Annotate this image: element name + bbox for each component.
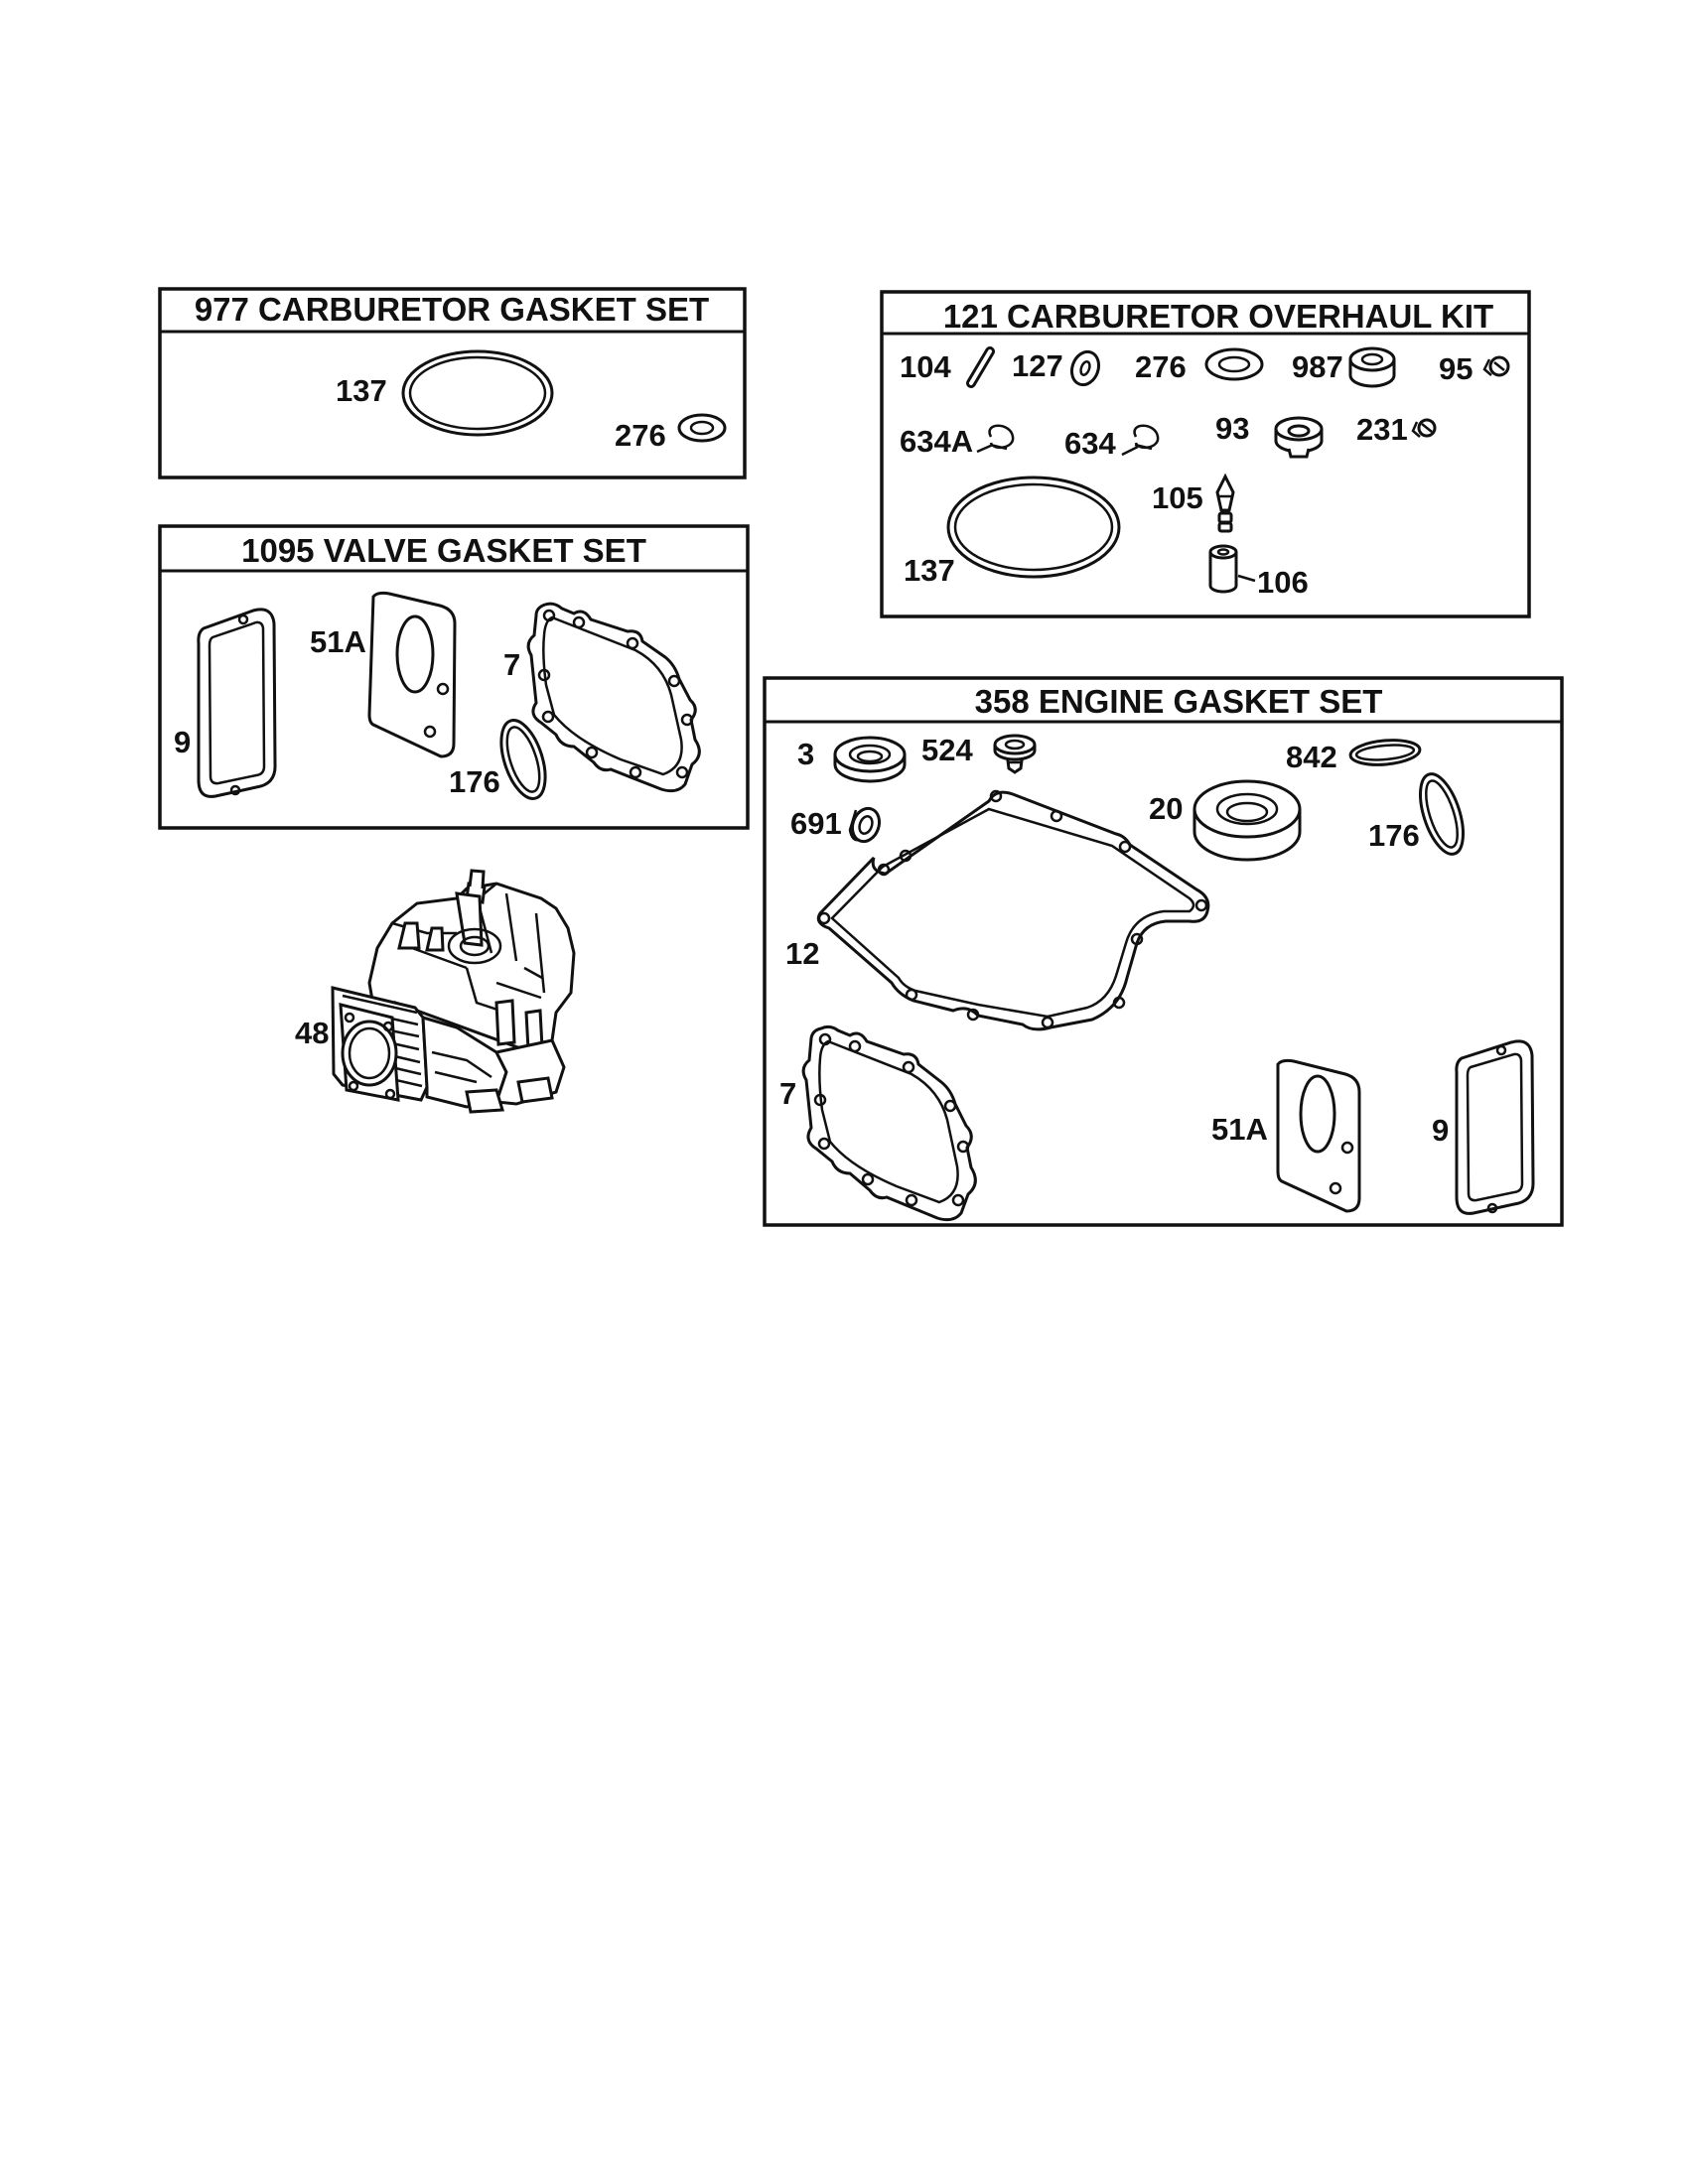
part-95-screw <box>1482 355 1510 377</box>
part-524-label: 524 <box>921 733 973 767</box>
part-51a-label: 51A <box>1211 1112 1268 1147</box>
part-3-label: 3 <box>797 737 814 771</box>
part-51a-label: 51A <box>310 624 366 659</box>
part-276-washer <box>1204 347 1264 381</box>
part-51a-breather-gasket <box>367 591 457 758</box>
part-634a-label: 634A <box>900 424 973 459</box>
part-20-oil-seal <box>1193 779 1302 862</box>
part-176-label: 176 <box>1368 818 1420 853</box>
part-12-crankcase-gasket <box>816 789 1210 1031</box>
part-104-label: 104 <box>900 349 951 384</box>
part-104-pin <box>966 346 995 388</box>
carburetor-overhaul-kit-title: 121 CARBURETOR OVERHAUL KIT <box>943 298 1493 335</box>
part-51a-breather-gasket <box>1276 1058 1361 1213</box>
part-93-bowl-nut <box>1274 416 1324 459</box>
part-106-seat <box>1208 544 1256 594</box>
part-634a-clip <box>976 424 1015 454</box>
part-105-label: 105 <box>1152 480 1203 515</box>
part-7-label: 7 <box>503 647 520 682</box>
part-127-washer <box>1069 349 1101 387</box>
part-276-washer <box>677 413 727 443</box>
part-231-screw <box>1411 418 1437 438</box>
part-7-label: 7 <box>779 1076 796 1111</box>
part-276-label: 276 <box>1135 349 1187 384</box>
part-9-rocker-cover-gasket <box>197 608 277 798</box>
part-9-label: 9 <box>174 725 191 759</box>
part-48-label: 48 <box>295 1016 329 1050</box>
part-137-ring-gasket <box>946 476 1121 579</box>
part-842-seal-ring <box>1348 739 1422 766</box>
part-127-label: 127 <box>1012 348 1063 383</box>
valve-gasket-set-title: 1095 VALVE GASKET SET <box>241 532 646 569</box>
part-105-needle <box>1215 473 1235 533</box>
part-987-label: 987 <box>1292 349 1343 384</box>
part-9-label: 9 <box>1432 1113 1449 1148</box>
part-691-label: 691 <box>790 806 842 841</box>
part-7-cylinder-head-gasket <box>801 1024 977 1222</box>
part-137-label: 137 <box>904 553 955 588</box>
part-176-o-ring <box>1419 772 1465 856</box>
part-524-plug <box>993 734 1037 774</box>
carburetor-overhaul-kit-panel: 121 CARBURETOR OVERHAUL KIT 104 127 276 … <box>880 290 1531 618</box>
part-12-label: 12 <box>785 936 819 971</box>
part-137-label: 137 <box>336 373 387 408</box>
carburetor-gasket-set-title: 977 CARBURETOR GASKET SET <box>195 291 709 328</box>
part-7-cylinder-head-gasket <box>526 602 701 793</box>
part-3-oil-seal <box>833 736 907 783</box>
part-106-label: 106 <box>1257 565 1309 600</box>
part-634-clip <box>1121 424 1160 457</box>
part-691-seal <box>848 806 882 844</box>
part-20-label: 20 <box>1149 791 1183 826</box>
engine-gasket-set-title: 358 ENGINE GASKET SET <box>975 683 1383 720</box>
part-842-label: 842 <box>1286 740 1337 774</box>
valve-gasket-set-panel: 1095 VALVE GASKET SET 9 51A <box>158 524 750 830</box>
part-634-label: 634 <box>1064 426 1116 461</box>
part-137-ring-gasket <box>401 349 554 437</box>
part-48-short-block <box>331 869 576 1114</box>
part-987-float-seal <box>1348 346 1396 388</box>
part-176-label: 176 <box>449 764 500 799</box>
part-231-label: 231 <box>1356 412 1408 447</box>
part-176-o-ring <box>499 719 547 800</box>
part-95-label: 95 <box>1439 351 1473 386</box>
engine-gasket-set-panel: 358 ENGINE GASKET SET 3 524 842 691 2 <box>763 676 1564 1227</box>
carburetor-gasket-set-panel: 977 CARBURETOR GASKET SET 137 276 <box>158 287 747 479</box>
part-276-label: 276 <box>615 418 666 453</box>
part-93-label: 93 <box>1215 411 1249 446</box>
part-9-rocker-cover-gasket <box>1455 1039 1535 1215</box>
